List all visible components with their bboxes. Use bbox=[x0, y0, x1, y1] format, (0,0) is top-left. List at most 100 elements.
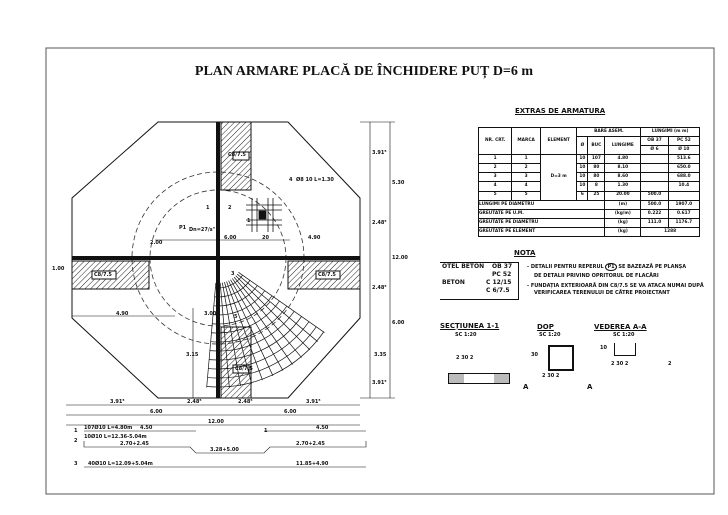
bar-dim: 11.85+4.90 bbox=[296, 461, 329, 467]
dim: 3.35 bbox=[374, 352, 387, 358]
ring-bar bbox=[213, 290, 265, 316]
dim: 2.48⁵ bbox=[187, 399, 202, 405]
table-cell: 513.6 bbox=[667, 154, 701, 165]
table-cell: 25 bbox=[587, 190, 606, 201]
table-cell bbox=[640, 154, 669, 165]
drawing-title: PLAN ARMARE PLACĂ DE ÎNCHIDERE PUȚ D=6 m bbox=[194, 64, 534, 79]
dop-drawing bbox=[548, 345, 574, 371]
ring-bar bbox=[209, 311, 295, 352]
mark-p1: P1 bbox=[179, 225, 187, 231]
radial-bar bbox=[236, 273, 318, 342]
dim: 3.15 bbox=[186, 352, 199, 358]
section-mark: 1 bbox=[247, 218, 251, 224]
table-cell: 10 bbox=[576, 163, 589, 174]
radial-bar bbox=[217, 283, 219, 388]
table-cell bbox=[640, 163, 669, 174]
cut-mark: A bbox=[587, 383, 593, 391]
ring-bar bbox=[208, 321, 310, 370]
section-dim: 2 30 2 bbox=[456, 355, 474, 361]
col-element: ELEMENT bbox=[539, 126, 578, 156]
dim: 3.00 bbox=[204, 311, 217, 317]
dim: 5.30 bbox=[392, 180, 405, 186]
section-scale: SC 1:20 bbox=[455, 332, 477, 338]
dim: 2.48⁵ bbox=[372, 220, 387, 226]
bar-desc: 107Ø10 L=4.80m bbox=[84, 425, 133, 431]
dim: 3.91⁵ bbox=[372, 380, 387, 386]
ob-label: OB 37 bbox=[492, 263, 513, 270]
pc-label: PC 52 bbox=[492, 271, 512, 278]
nota-line: DE DETALII PRIVIND OPRITORUL DE FLACĂRI bbox=[534, 273, 659, 279]
ring-bar bbox=[214, 280, 251, 298]
block-label: C8/7.5 bbox=[228, 152, 246, 158]
dim: 3.91⁵ bbox=[372, 150, 387, 156]
dop-dim: 2 30 2 bbox=[542, 373, 560, 379]
bar-dim: 3.28+5.00 bbox=[210, 447, 239, 453]
va-drawing bbox=[614, 343, 636, 356]
radial-bar bbox=[233, 276, 302, 358]
dim: 6.00 bbox=[224, 235, 237, 241]
nota-line: - FUNDAȚIA EXTERIOARĂ DIN C8/7.5 SE VA A… bbox=[527, 283, 704, 289]
dop-title: DOP bbox=[537, 323, 554, 331]
mark-4-label: Ø8 10 L=1.30 bbox=[296, 177, 334, 183]
table-cell: 20.00 bbox=[604, 190, 642, 201]
table-cell: 5 bbox=[511, 190, 541, 201]
dim: 4.90 bbox=[308, 235, 321, 241]
block-label: C8/7.5 bbox=[94, 272, 112, 278]
otel-label: OTEL BETON bbox=[442, 263, 485, 270]
table-cell: 5 bbox=[477, 190, 513, 201]
dim: 12.00 bbox=[392, 255, 408, 261]
dim: 2.48⁵ bbox=[238, 399, 253, 405]
radial-bar bbox=[226, 281, 263, 381]
bar-mark: 3 bbox=[74, 461, 78, 467]
nota-line: - DETALII PENTRU REPERUL P1 SE BAZEAZĂ P… bbox=[527, 263, 687, 271]
extras-title: EXTRAS DE ARMATURA bbox=[515, 107, 606, 115]
table-cell: 10 bbox=[576, 181, 589, 192]
bar-dim: 4.50 bbox=[316, 425, 329, 431]
radial-bar bbox=[221, 282, 241, 387]
table-cell: 6 bbox=[576, 190, 589, 201]
dim: 6.00 bbox=[150, 409, 163, 415]
horizontal-bar-strip bbox=[72, 256, 360, 260]
p1-label: Dn=27/s" bbox=[189, 227, 216, 233]
col-nr: NR. CRT. bbox=[477, 126, 513, 156]
table-cell: 80 bbox=[587, 163, 606, 174]
table-cell: 10 bbox=[576, 154, 589, 165]
table-cell: 1 bbox=[477, 154, 513, 165]
beton-label: BETON bbox=[442, 279, 465, 286]
table-cell: 4 bbox=[511, 181, 541, 192]
mark-3: 3 bbox=[231, 271, 235, 277]
c2-label: C 6/7.5 bbox=[486, 287, 510, 294]
col-bare: BARE ASEM. bbox=[576, 126, 642, 138]
ring-bar bbox=[207, 326, 317, 379]
dim: 2.48⁵ bbox=[372, 285, 387, 291]
dim: 2.00 bbox=[150, 240, 163, 246]
table-cell: 8.10 bbox=[604, 163, 642, 174]
foundation-block-bottom bbox=[220, 326, 252, 399]
ring-bar bbox=[210, 305, 288, 343]
mark-2: 2 bbox=[228, 205, 232, 211]
radial-bar bbox=[230, 279, 284, 371]
mark-1: 1 bbox=[206, 205, 210, 211]
bar-desc: 40Ø10 L=12.09+5.04m bbox=[88, 461, 153, 467]
table-cell bbox=[640, 172, 669, 183]
materials-box bbox=[440, 262, 519, 300]
mark-5: 5 bbox=[234, 314, 238, 320]
section-title: SECȚIUNEA 1-1 bbox=[440, 322, 500, 330]
cut-mark: A bbox=[523, 383, 529, 391]
radial-bar bbox=[232, 278, 293, 365]
table-cell: 80 bbox=[587, 172, 606, 183]
va-scale: SC 1:20 bbox=[613, 332, 635, 338]
block-label: C8/7.5 bbox=[318, 272, 336, 278]
dim: 4.90 bbox=[116, 311, 129, 317]
dop-vdim: 30 bbox=[531, 352, 538, 358]
table-cell: 2 bbox=[511, 163, 541, 174]
table-cell: 2 bbox=[477, 163, 513, 174]
bar-dim: 4.50 bbox=[140, 425, 153, 431]
opening-detail bbox=[246, 198, 282, 232]
bar-desc: 10Ø10 L=12.36-5.04m bbox=[84, 434, 147, 440]
dim: 6.00 bbox=[392, 320, 405, 326]
col-lungimi: LUNGIMI (m m) bbox=[640, 126, 700, 138]
